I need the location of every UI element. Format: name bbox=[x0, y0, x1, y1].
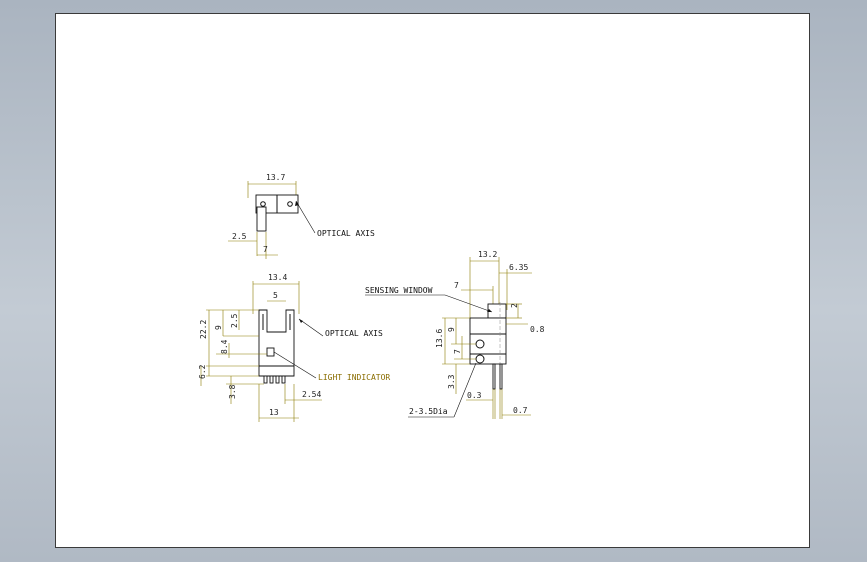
dim-window-pos: 7 bbox=[454, 281, 459, 290]
dim-pitch: 2.54 bbox=[302, 390, 321, 399]
light-indicator-window bbox=[266, 347, 275, 357]
callout-sensing-window: SENSING WINDOW bbox=[365, 286, 433, 295]
dim-3-3: 3.3 bbox=[447, 374, 456, 389]
dim-width: 13.7 bbox=[266, 173, 285, 182]
drawing-sheet: 13.7 2.5 7 OPTICAL AXIS 13.4 5 bbox=[55, 13, 810, 548]
dim-8-4: 8.4 bbox=[220, 339, 229, 354]
lead bbox=[281, 375, 286, 384]
front-view: 13.4 5 22.2 9 2.5 8.4 6.2 3.8 bbox=[198, 273, 390, 422]
lead bbox=[263, 375, 268, 384]
side-view: 13.2 6.35 7 2 0.8 13.6 9 7 bbox=[365, 250, 545, 419]
dim-height: 22.2 bbox=[199, 320, 208, 339]
technical-drawing: 13.7 2.5 7 OPTICAL AXIS 13.4 5 bbox=[198, 173, 545, 422]
leader-line bbox=[298, 318, 324, 337]
leader-line bbox=[453, 362, 477, 418]
hole-mark bbox=[260, 201, 266, 207]
dim-7: 7 bbox=[453, 349, 462, 354]
dim-9: 9 bbox=[214, 325, 223, 330]
lead bbox=[275, 375, 280, 384]
lead bbox=[269, 375, 274, 384]
dim-0-7: 0.7 bbox=[513, 406, 528, 415]
leader-line bbox=[273, 351, 317, 379]
callout-optical-axis: OPTICAL AXIS bbox=[325, 329, 383, 338]
callout-optical-axis: OPTICAL AXIS bbox=[317, 229, 375, 238]
lead bbox=[492, 363, 496, 390]
side-body bbox=[469, 317, 507, 365]
lead bbox=[499, 363, 503, 390]
top-lead bbox=[256, 206, 267, 232]
leader-line bbox=[295, 200, 316, 234]
dim-width: 13.2 bbox=[478, 250, 497, 259]
dim-3-8: 3.8 bbox=[228, 384, 237, 399]
callout-holes: 2-3.5Dia bbox=[409, 407, 448, 416]
dim-6-35: 6.35 bbox=[509, 263, 528, 272]
dim-0-8: 0.8 bbox=[530, 325, 545, 334]
dim-lead-pos: 7 bbox=[263, 245, 268, 254]
dim-9: 9 bbox=[447, 327, 456, 332]
leader-arrow bbox=[295, 201, 299, 206]
callout-light-indicator: LIGHT INDICATOR bbox=[318, 373, 390, 382]
hole-mark bbox=[287, 201, 293, 207]
leader-arrow bbox=[299, 319, 303, 323]
dim-6-2: 6.2 bbox=[198, 364, 207, 379]
leader-arrow bbox=[487, 309, 492, 312]
dim-0-3: 0.3 bbox=[467, 391, 482, 400]
dim-bottom-width: 13 bbox=[269, 408, 279, 417]
dim-13-6: 13.6 bbox=[435, 329, 444, 348]
dim-slot: 5 bbox=[273, 291, 278, 300]
dim-lead-offset: 2.5 bbox=[232, 232, 247, 241]
leader-line bbox=[444, 294, 493, 313]
dim-2: 2 bbox=[510, 303, 519, 308]
top-view: 13.7 2.5 7 OPTICAL AXIS bbox=[228, 173, 375, 259]
dim-width: 13.4 bbox=[268, 273, 287, 282]
dim-2-5: 2.5 bbox=[230, 313, 239, 328]
